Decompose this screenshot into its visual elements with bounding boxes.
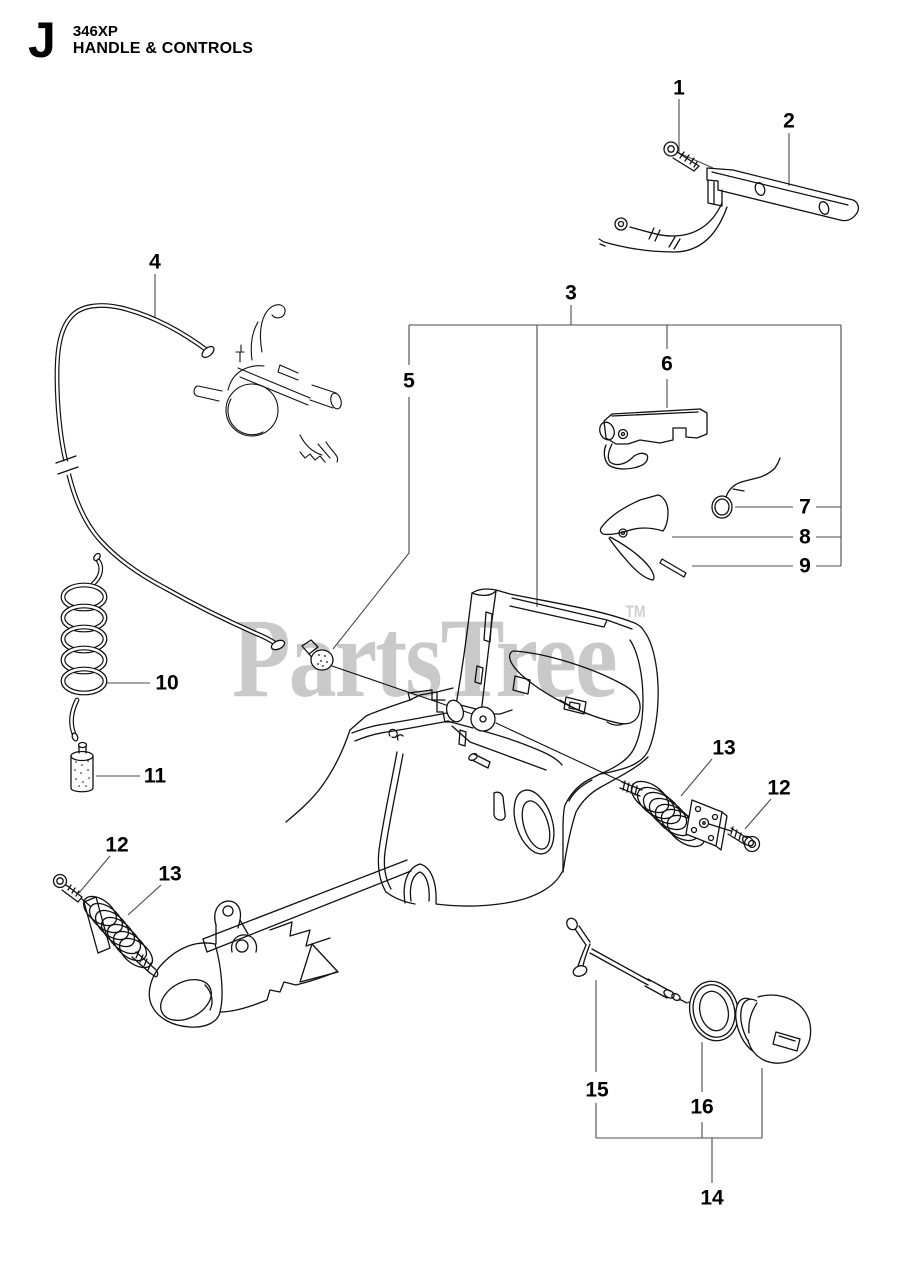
callout-11[interactable]: 11	[143, 764, 167, 788]
callout-8[interactable]: 8	[799, 525, 811, 549]
part-1-screw-drawing	[663, 141, 700, 172]
callout-1[interactable]: 1	[673, 76, 685, 100]
callout-6[interactable]: 6	[661, 352, 673, 376]
part-7-wire-clip-drawing	[711, 457, 781, 519]
callout-4[interactable]: 4	[149, 250, 161, 274]
part-11-fuel-filter-drawing	[70, 741, 94, 793]
part-15-cap-retainer-drawing	[566, 917, 688, 1004]
section-title: HANDLE & CONTROLS	[72, 40, 254, 57]
header-text: 346XP HANDLE & CONTROLS	[72, 18, 254, 58]
callout-12[interactable]: 12	[767, 776, 791, 800]
callout-3[interactable]: 3	[565, 281, 577, 305]
leader-lines	[78, 99, 842, 1183]
page-header: J 346XP HANDLE & CONTROLS	[28, 12, 254, 68]
part-6-throttle-lockout-drawing	[599, 408, 708, 470]
part-13-12-right-spring-screw-drawing	[619, 780, 761, 853]
callout-12[interactable]: 12	[105, 833, 129, 857]
part-14-fuel-cap-drawing	[735, 994, 812, 1064]
section-letter: J	[28, 12, 56, 68]
callout-16[interactable]: 16	[690, 1095, 714, 1119]
callout-13[interactable]: 13	[158, 862, 182, 886]
callout-5[interactable]: 5	[403, 369, 415, 393]
callout-2[interactable]: 2	[783, 109, 795, 133]
part-12-13-left-spring-screw-drawing	[52, 873, 159, 978]
part-2-bracket-drawing	[598, 167, 860, 253]
callout-9[interactable]: 9	[799, 554, 811, 578]
part-8-throttle-trigger-drawing	[599, 494, 669, 581]
callout-10[interactable]: 10	[155, 671, 179, 695]
callout-7[interactable]: 7	[799, 495, 811, 519]
part-4-fuel-hose-drawing	[54, 303, 286, 651]
part-9-pin-drawing	[659, 558, 687, 578]
part-10-coiled-hose-drawing	[60, 552, 108, 742]
watermark-tm: TM	[625, 601, 646, 621]
model-number: 346XP	[72, 23, 118, 40]
fuel-tank-handle-assembly-drawing	[148, 588, 659, 1028]
callout-14[interactable]: 14	[700, 1186, 724, 1210]
callout-13[interactable]: 13	[712, 736, 736, 760]
callout-15[interactable]: 15	[585, 1078, 609, 1102]
carburetor-assembly-drawing	[193, 304, 342, 463]
